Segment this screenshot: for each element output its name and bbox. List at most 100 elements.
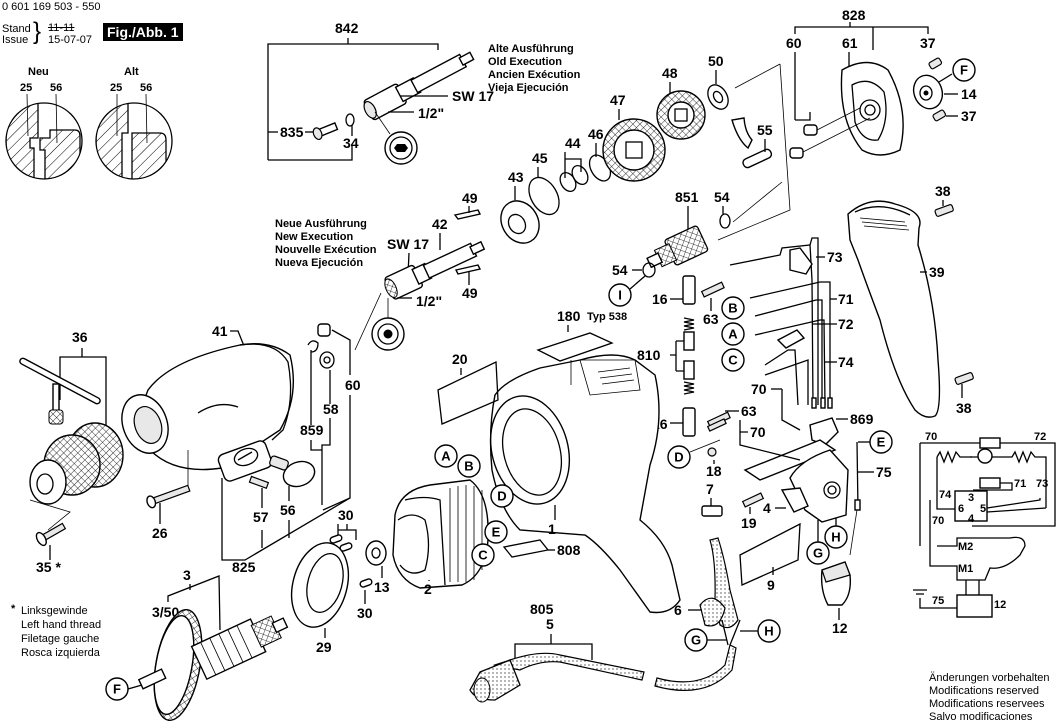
label-49-top: 49 — [462, 190, 478, 206]
label-54-top: 54 — [714, 189, 730, 205]
power-cord-805: 805 5 G H — [469, 601, 781, 703]
type-label: Typ 538 — [587, 311, 627, 323]
label-29: 29 — [316, 639, 332, 655]
label-70-mid: 70 — [751, 381, 767, 397]
armature-3: 3 3/50 F — [105, 567, 289, 721]
marker-c-stator-text: C — [478, 548, 488, 563]
stator-2: 2 A B D E C 20 180 Typ 538 808 — [392, 308, 627, 597]
label-60-top: 60 — [786, 35, 802, 51]
label-38-top: 38 — [935, 183, 951, 199]
detail-old-part-25: 25 — [110, 82, 122, 94]
detail-view-old: Alt 25 56 — [95, 66, 173, 180]
label-19: 19 — [741, 515, 757, 531]
wiring-harness: 73 71 72 74 70 B A C — [721, 237, 854, 431]
detail-old-part-56: 56 — [140, 82, 152, 94]
figure-label: Fig./Abb. 1 — [103, 23, 183, 41]
marker-f-armature-text: F — [113, 682, 121, 697]
label-30-top: 30 — [338, 507, 354, 523]
schematic-label-m1: M1 — [958, 563, 973, 575]
label-74: 74 — [838, 354, 854, 370]
marker-a-stator-text: A — [441, 449, 451, 464]
label-2: 2 — [424, 581, 432, 597]
label-16-top: 16 — [652, 291, 668, 307]
label-4: 4 — [763, 500, 771, 516]
marker-d-switch-text: D — [674, 450, 683, 465]
detail-view-new: Neu 25 56 — [5, 66, 83, 180]
bearing-plate-828: 828 60 61 37 37 14 — [786, 7, 977, 159]
label-37-bottom: 37 — [961, 108, 977, 124]
label-57: 57 — [253, 509, 269, 525]
marker-f-top-text: F — [960, 63, 968, 78]
detail-new-part-56: 56 — [50, 82, 62, 94]
marker-i — [608, 283, 632, 307]
schematic-label-70-top: 70 — [925, 431, 937, 443]
detail-new-part-25: 25 — [20, 82, 32, 94]
label-869: 869 — [850, 411, 874, 427]
disclaimer-line-4: Salvo modificaciones — [929, 711, 1033, 723]
label-41: 41 — [212, 323, 228, 339]
detail-old-label: Alt — [124, 66, 139, 78]
pinion-851: 851 54 54 I — [608, 181, 783, 307]
marker-c — [721, 348, 745, 372]
label-808: 808 — [557, 542, 581, 558]
schematic-label-12: 12 — [994, 599, 1006, 611]
switch-assembly: 869 4 70 D 18 7 19 9 6 — [667, 411, 893, 636]
label-5: 5 — [546, 616, 554, 632]
label-half-inch-old: 1/2" — [418, 105, 444, 121]
brush-assembly: 16 16 63 63 810 — [637, 275, 757, 437]
label-828: 828 — [842, 7, 866, 23]
gear-train: 43 45 44 46 47 48 50 — [500, 53, 791, 244]
label-3: 3 — [183, 567, 191, 583]
schematic-terminal-4: 4 — [968, 513, 975, 525]
gear-housing-41: 41 60 58 859 56 57 26 825 — [121, 323, 361, 575]
new-execution-line-4: Nueva Ejecución — [275, 257, 363, 269]
label-47: 47 — [610, 92, 626, 108]
label-3-50: 3/50 — [152, 604, 179, 620]
label-44: 44 — [565, 135, 581, 151]
marker-e-switch-text: E — [877, 435, 886, 450]
schematic-label-m2: M2 — [958, 541, 973, 553]
part-number: 0 601 169 503 - 550 — [2, 1, 101, 13]
label-63-bottom: 63 — [741, 403, 757, 419]
new-execution-line-1: Neue Ausführung — [275, 218, 367, 230]
label-851: 851 — [675, 189, 699, 205]
marker-a — [721, 322, 745, 346]
label-75: 75 — [876, 464, 892, 480]
old-execution-line-4: Vieja Ejecución — [488, 82, 569, 94]
schematic-terminal-3: 3 — [968, 492, 974, 504]
old-execution-line-1: Alte Ausführung — [488, 43, 574, 55]
marker-h-cord-text: H — [764, 624, 773, 639]
schematic-label-75: 75 — [932, 595, 944, 607]
marker-f-armature — [105, 677, 129, 701]
label-810: 810 — [637, 347, 661, 363]
marker-c-stator — [471, 543, 495, 567]
disclaimer-line-2: Modifications reserved — [929, 685, 1039, 697]
marker-b-stator — [457, 454, 481, 478]
brace: } — [33, 18, 42, 45]
marker-a-stator — [434, 444, 458, 468]
marker-i-text: I — [618, 288, 622, 303]
label-825: 825 — [232, 559, 256, 575]
issue-label: Issue — [2, 34, 29, 46]
marker-b-text: B — [728, 301, 737, 316]
label-49-bottom: 49 — [462, 285, 478, 301]
old-execution-line-2: Old Execution — [488, 56, 562, 68]
label-60-side: 60 — [345, 377, 361, 393]
label-859: 859 — [300, 422, 324, 438]
footnote-line-1: Linksgewinde — [21, 605, 88, 617]
label-half-inch-new: 1/2" — [416, 293, 442, 309]
label-sw17-old: SW 17 — [452, 88, 494, 104]
label-26: 26 — [152, 525, 168, 541]
label-805: 805 — [530, 601, 554, 617]
label-50: 50 — [708, 53, 724, 69]
new-execution-line-2: New Execution — [275, 231, 354, 243]
wiring-schematic: 70 72 71 73 74 70 M2 M1 75 12 3 6 5 4 — [913, 431, 1056, 618]
handle-39: 38 39 38 — [847, 183, 974, 418]
label-70-lower: 70 — [750, 424, 766, 440]
marker-g-cord-text: G — [691, 633, 701, 648]
label-38-bottom: 38 — [956, 400, 972, 416]
label-20: 20 — [452, 351, 468, 367]
label-7: 7 — [706, 481, 714, 497]
spindle-old-execution: 842 835 34 SW 17 1/2" Alte Ausführung Ol… — [267, 20, 581, 165]
